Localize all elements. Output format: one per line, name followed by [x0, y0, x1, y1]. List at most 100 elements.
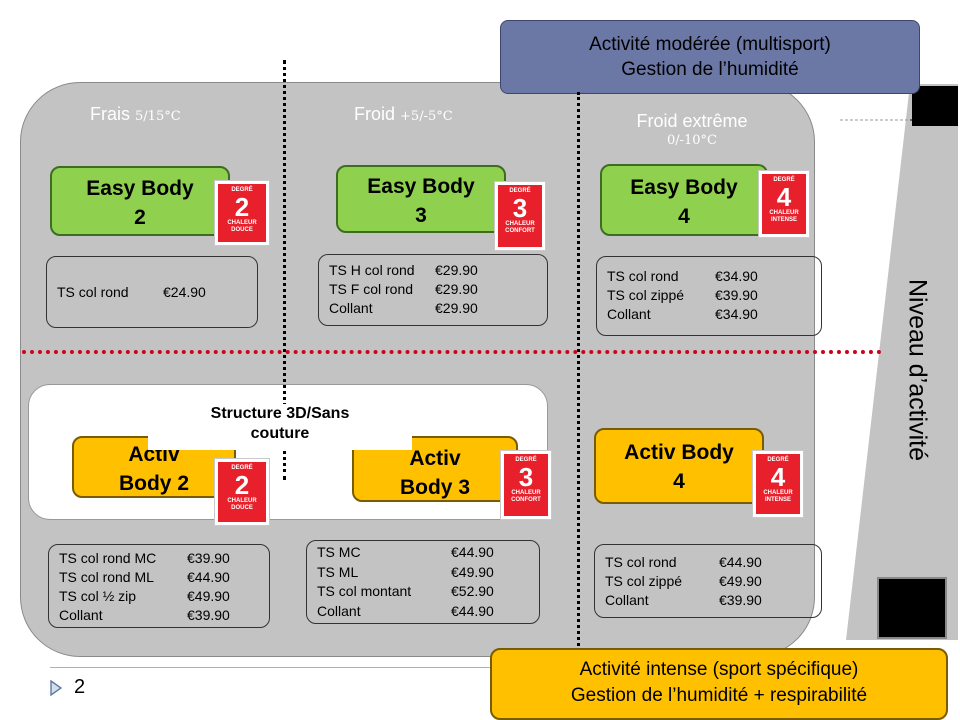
item-name: TS col rond: [605, 554, 677, 570]
item-name: Collant: [329, 300, 373, 316]
price-row: Collant€29.90: [329, 299, 537, 318]
price-row: TS col montant€52.90: [317, 582, 529, 602]
product-name-line2: 3: [415, 204, 427, 227]
activity-level-text: Niveau d’activité: [903, 278, 932, 462]
item-name: Collant: [59, 607, 103, 623]
badge-header: DEGRÉ: [509, 188, 531, 194]
item-price: €24.90: [163, 284, 206, 300]
price-box-activ-4: TS col rond €44.90 TS col zippé€49.90 Col…: [594, 544, 822, 618]
column-header-froid-extreme: Froid extrême 0/-10°C: [612, 111, 772, 151]
degree-badge-2: DEGRÉ 2 CHALEUR DOUCE: [214, 180, 270, 246]
item-name: TS col ½ zip: [59, 588, 137, 604]
item-name: TS col rond: [607, 268, 679, 284]
badge-number: 4: [776, 182, 792, 212]
item-price: €44.90: [451, 544, 494, 560]
item-price: €29.90: [435, 281, 478, 297]
item-name: TS col montant: [317, 583, 412, 599]
item-name: TS col rond: [57, 284, 129, 300]
column-divider-2: [577, 92, 580, 652]
item-name: TS col rond ML: [59, 569, 154, 585]
item-price: €39.90: [187, 550, 230, 566]
wedge-bottom-square: [877, 577, 947, 639]
column-title: Froid: [354, 104, 396, 124]
footer-rule: [50, 667, 490, 668]
price-row: TS col zippé€39.90: [607, 286, 811, 305]
price-row: TS col rond MC €39.90: [59, 549, 259, 568]
column-header-frais: Frais 5/15°C: [90, 104, 181, 127]
column-divider-1: [283, 60, 286, 480]
product-name-line2: 4: [673, 470, 685, 493]
product-name-line1: Activ Body: [624, 441, 734, 464]
price-row: TS col rond ML€44.90: [59, 568, 259, 587]
price-box-easy-4: TS col rond€34.90 TS col zippé€39.90 Col…: [596, 256, 822, 336]
column-title: Frais: [90, 104, 130, 124]
badge-number: 3: [512, 193, 528, 223]
badge-label2: INTENSE: [764, 497, 791, 503]
column-range: 0/-10°C: [666, 133, 718, 148]
badge-red: DEGRÉ 2 CHALEUR DOUCE: [218, 462, 266, 522]
product-name-line2: Body 2: [118, 472, 189, 495]
item-price: €49.90: [187, 588, 230, 604]
price-row: TS ML€49.90: [317, 563, 529, 583]
price-box-activ-3: TS MC €44.90 TS ML€49.90 TS col montant€5…: [306, 540, 540, 624]
product-name-line1: Easy Body: [367, 175, 475, 198]
price-box-activ-2: TS col rond MC €39.90 TS col rond ML€44.9…: [48, 544, 270, 628]
price-row: TS H col rond€29.90: [329, 261, 537, 280]
badge-header: DEGRÉ: [773, 177, 795, 183]
badge-red: DEGRÉ 3 CHALEUR CONFORT: [504, 454, 548, 516]
price-row: TS MC €44.90: [317, 543, 529, 563]
column-title: Froid extrême: [636, 111, 748, 131]
price-row: TS col rond €44.90: [605, 553, 811, 572]
item-price: €49.90: [719, 573, 762, 589]
badge-label1: CHALEUR: [769, 210, 799, 216]
product-easy-body-2: Easy Body 2: [50, 166, 230, 236]
price-row: TS col rond €24.90: [57, 283, 247, 302]
product-name-line1: Activ: [409, 447, 461, 470]
price-row: TS col zippé€49.90: [605, 572, 811, 591]
item-price: €34.90: [715, 306, 758, 322]
play-arrow-icon: [50, 680, 62, 696]
price-row: TS col rond€34.90: [607, 267, 811, 286]
top-banner-line2: Gestion de l’humidité: [621, 59, 799, 80]
badge-number: 2: [234, 470, 250, 500]
badge-header: DEGRÉ: [231, 187, 253, 193]
item-name: TS col rond MC: [59, 550, 157, 566]
badge-header: DEGRÉ: [231, 465, 253, 471]
item-price: €49.90: [451, 563, 494, 580]
badge-red: DEGRÉ 2 CHALEUR DOUCE: [218, 184, 266, 242]
badge-red: DEGRÉ 4 CHALEUR INTENSE: [756, 454, 800, 514]
structure-label-line1: Structure 3D/Sans: [210, 405, 350, 422]
column-header-froid: Froid +5/-5°C: [354, 104, 453, 127]
badge-label1: CHALEUR: [505, 221, 535, 227]
item-name: Collant: [605, 592, 649, 608]
price-row: Collant€34.90: [607, 305, 811, 324]
item-name: TS MC: [317, 544, 361, 560]
badge-label2: INTENSE: [770, 217, 797, 223]
item-price: €39.90: [719, 592, 762, 608]
badge-header: DEGRÉ: [767, 457, 789, 463]
bottom-banner-line1: Activité intense (sport spécifique): [579, 659, 859, 680]
item-name: TS F col rond: [329, 281, 414, 297]
badge-label2: DOUCE: [231, 505, 253, 511]
degree-badge-4: DEGRÉ 4 CHALEUR INTENSE: [752, 450, 804, 518]
bottom-banner: Activité intense (sport spécifique) Gest…: [490, 648, 948, 720]
product-name-line2: 4: [678, 205, 690, 228]
item-price: €44.90: [719, 554, 762, 570]
badge-number: 4: [770, 462, 786, 492]
activity-wedge-shape: [846, 84, 958, 640]
page-number: 2: [74, 676, 86, 698]
price-row: TS F col rond €29.90: [329, 280, 537, 299]
badge-red: DEGRÉ 4 CHALEUR INTENSE: [762, 174, 806, 234]
degree-badge-3: DEGRÉ 3 CHALEUR CONFORT: [500, 450, 552, 520]
item-price: €44.90: [451, 602, 494, 619]
activity-wedge: [840, 84, 958, 640]
wedge-top-square: [912, 86, 958, 126]
item-price: €39.90: [187, 607, 230, 623]
product-name-line1: Easy Body: [630, 176, 738, 199]
price-box-easy-2: TS col rond €24.90: [46, 256, 258, 328]
item-name: Collant: [317, 602, 361, 619]
column-range: 5/15°C: [135, 109, 181, 124]
bottom-banner-line2: Gestion de l’humidité + respirabilité: [570, 685, 868, 706]
price-row: Collant €44.90: [317, 602, 529, 622]
badge-label1: CHALEUR: [227, 220, 257, 226]
